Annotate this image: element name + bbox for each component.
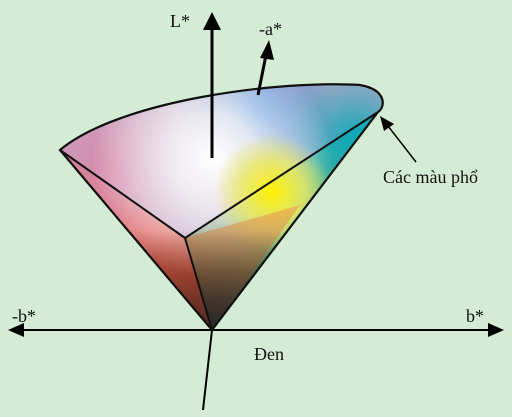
neg-a-axis-line <box>256 54 268 96</box>
labels: L* -a* -b* b* Đen Các màu phổ <box>12 11 484 364</box>
spectral-colors-label: Các màu phổ <box>383 167 478 187</box>
front-edge-right <box>184 111 379 239</box>
b-axis-right-arrowhead <box>488 323 504 337</box>
l-axis-arrowhead <box>203 12 221 30</box>
b-axis-left-arrowhead <box>8 323 24 337</box>
black-label: Đen <box>254 344 284 364</box>
neg-a-star-label: -a* <box>259 19 282 39</box>
solid-outline <box>58 83 384 332</box>
spectral-pointer-arrowhead <box>380 116 394 131</box>
spectral-pointer-line <box>387 125 417 163</box>
b-star-label: b* <box>466 306 484 326</box>
neg-b-star-label: -b* <box>12 306 36 326</box>
a-axis-down-line <box>202 329 213 411</box>
front-edge-left <box>59 149 186 239</box>
neg-a-axis-arrowhead <box>260 40 274 60</box>
front-edge-down <box>184 237 213 331</box>
axes <box>8 12 504 411</box>
l-star-label: L* <box>170 11 190 31</box>
